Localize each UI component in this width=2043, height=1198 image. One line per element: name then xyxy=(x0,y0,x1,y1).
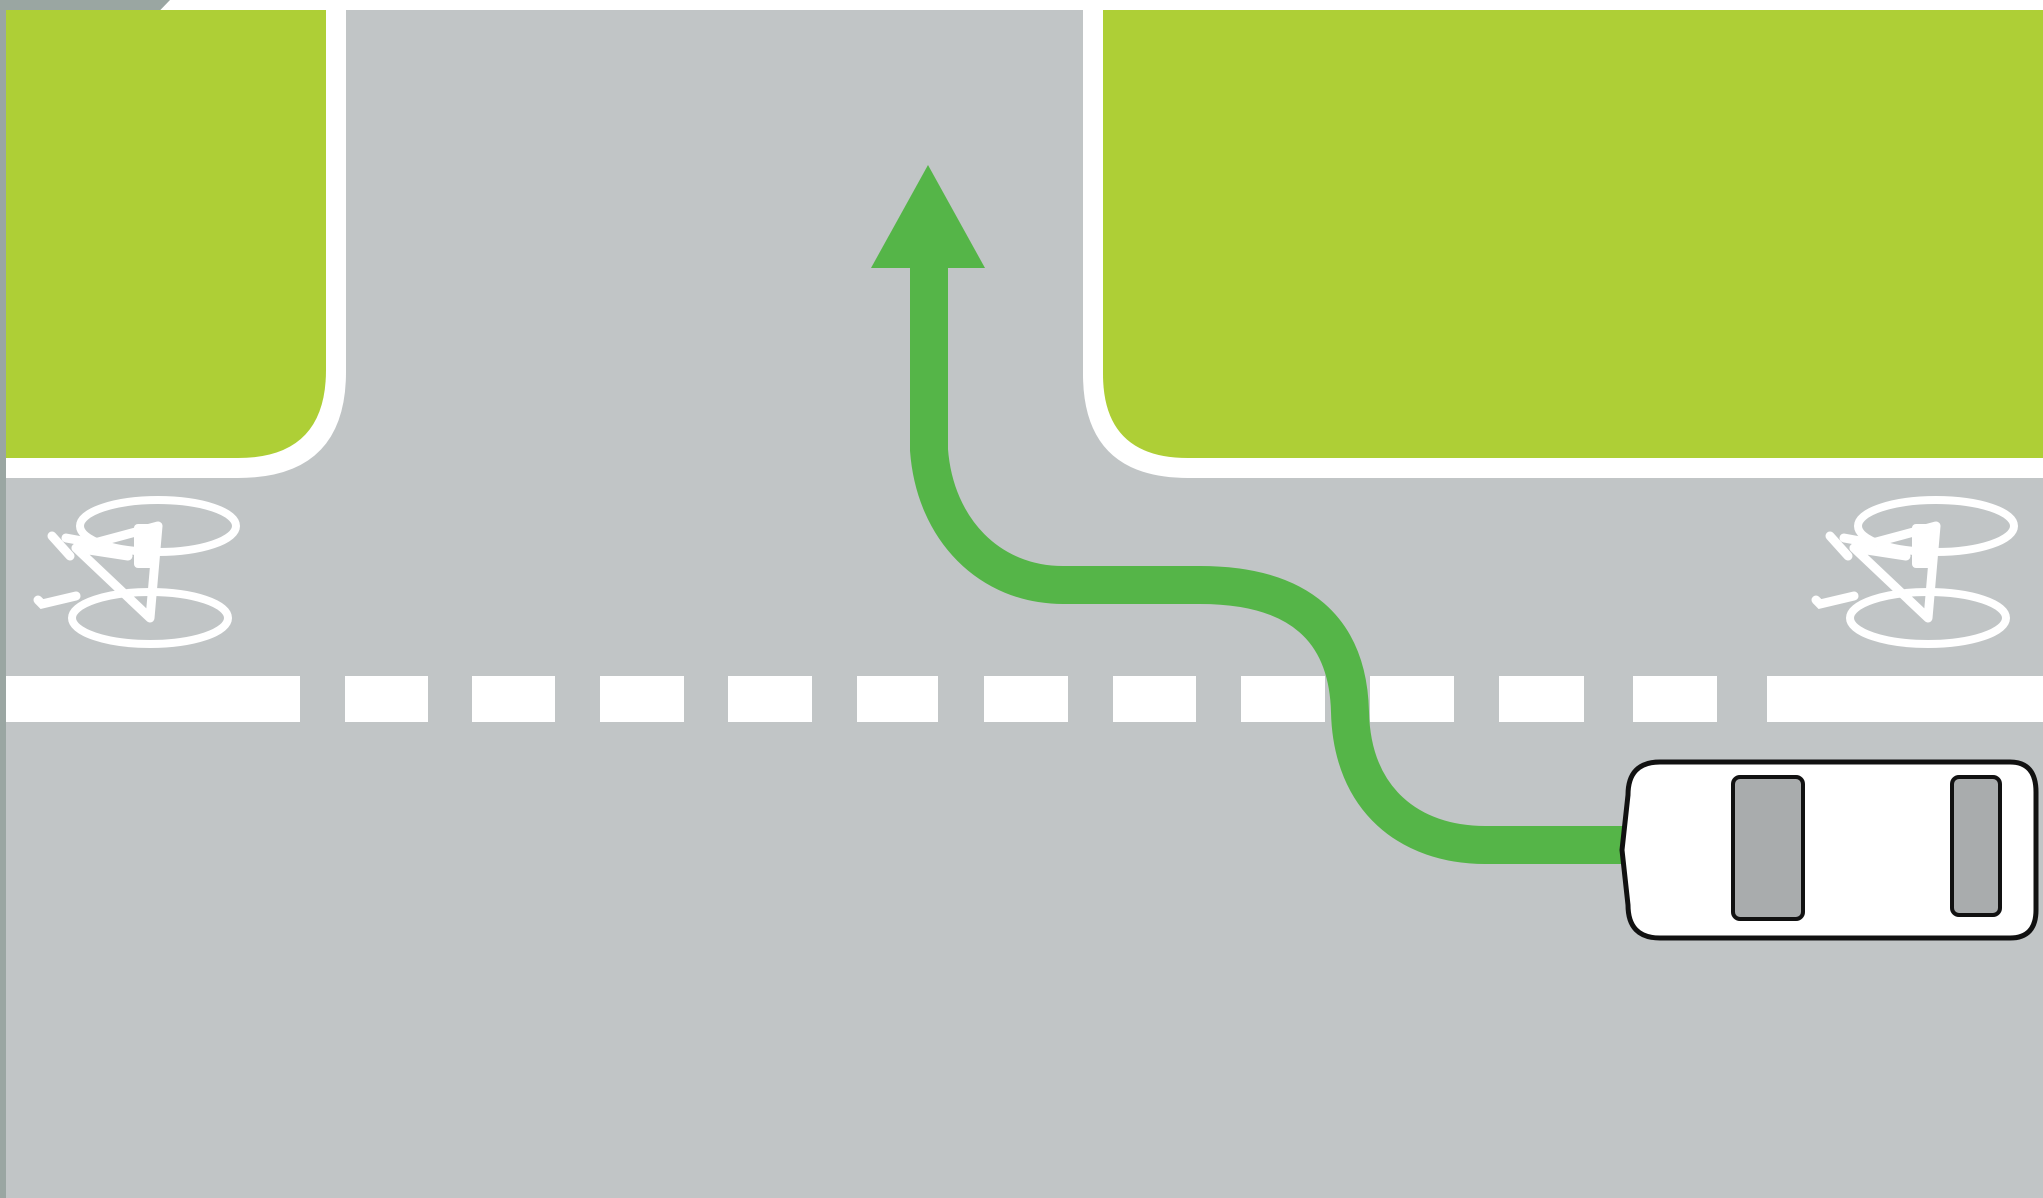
car-rear-window xyxy=(1952,777,2000,915)
lane-line-dash xyxy=(1633,676,1717,722)
left-grass-block xyxy=(6,10,326,458)
lane-line-solid xyxy=(6,676,300,722)
lane-line-dash xyxy=(345,676,428,722)
lane-line-dash xyxy=(600,676,684,722)
bicycle-seat xyxy=(1912,524,1934,568)
lane-line-dash xyxy=(1499,676,1584,722)
car-icon xyxy=(1622,762,2036,938)
lane-line-dash xyxy=(857,676,938,722)
lane-line-dash xyxy=(1241,676,1325,722)
car-windshield xyxy=(1733,777,1803,919)
lane-line-dash xyxy=(472,676,555,722)
bicycle-seat xyxy=(134,524,156,568)
lane-line-solid xyxy=(1767,676,2043,722)
lane-line-dash xyxy=(728,676,812,722)
right-grass-block xyxy=(1103,10,2043,458)
lane-line-dash xyxy=(1370,676,1454,722)
lane-line-dash xyxy=(1113,676,1196,722)
lane-line-dash xyxy=(984,676,1068,722)
